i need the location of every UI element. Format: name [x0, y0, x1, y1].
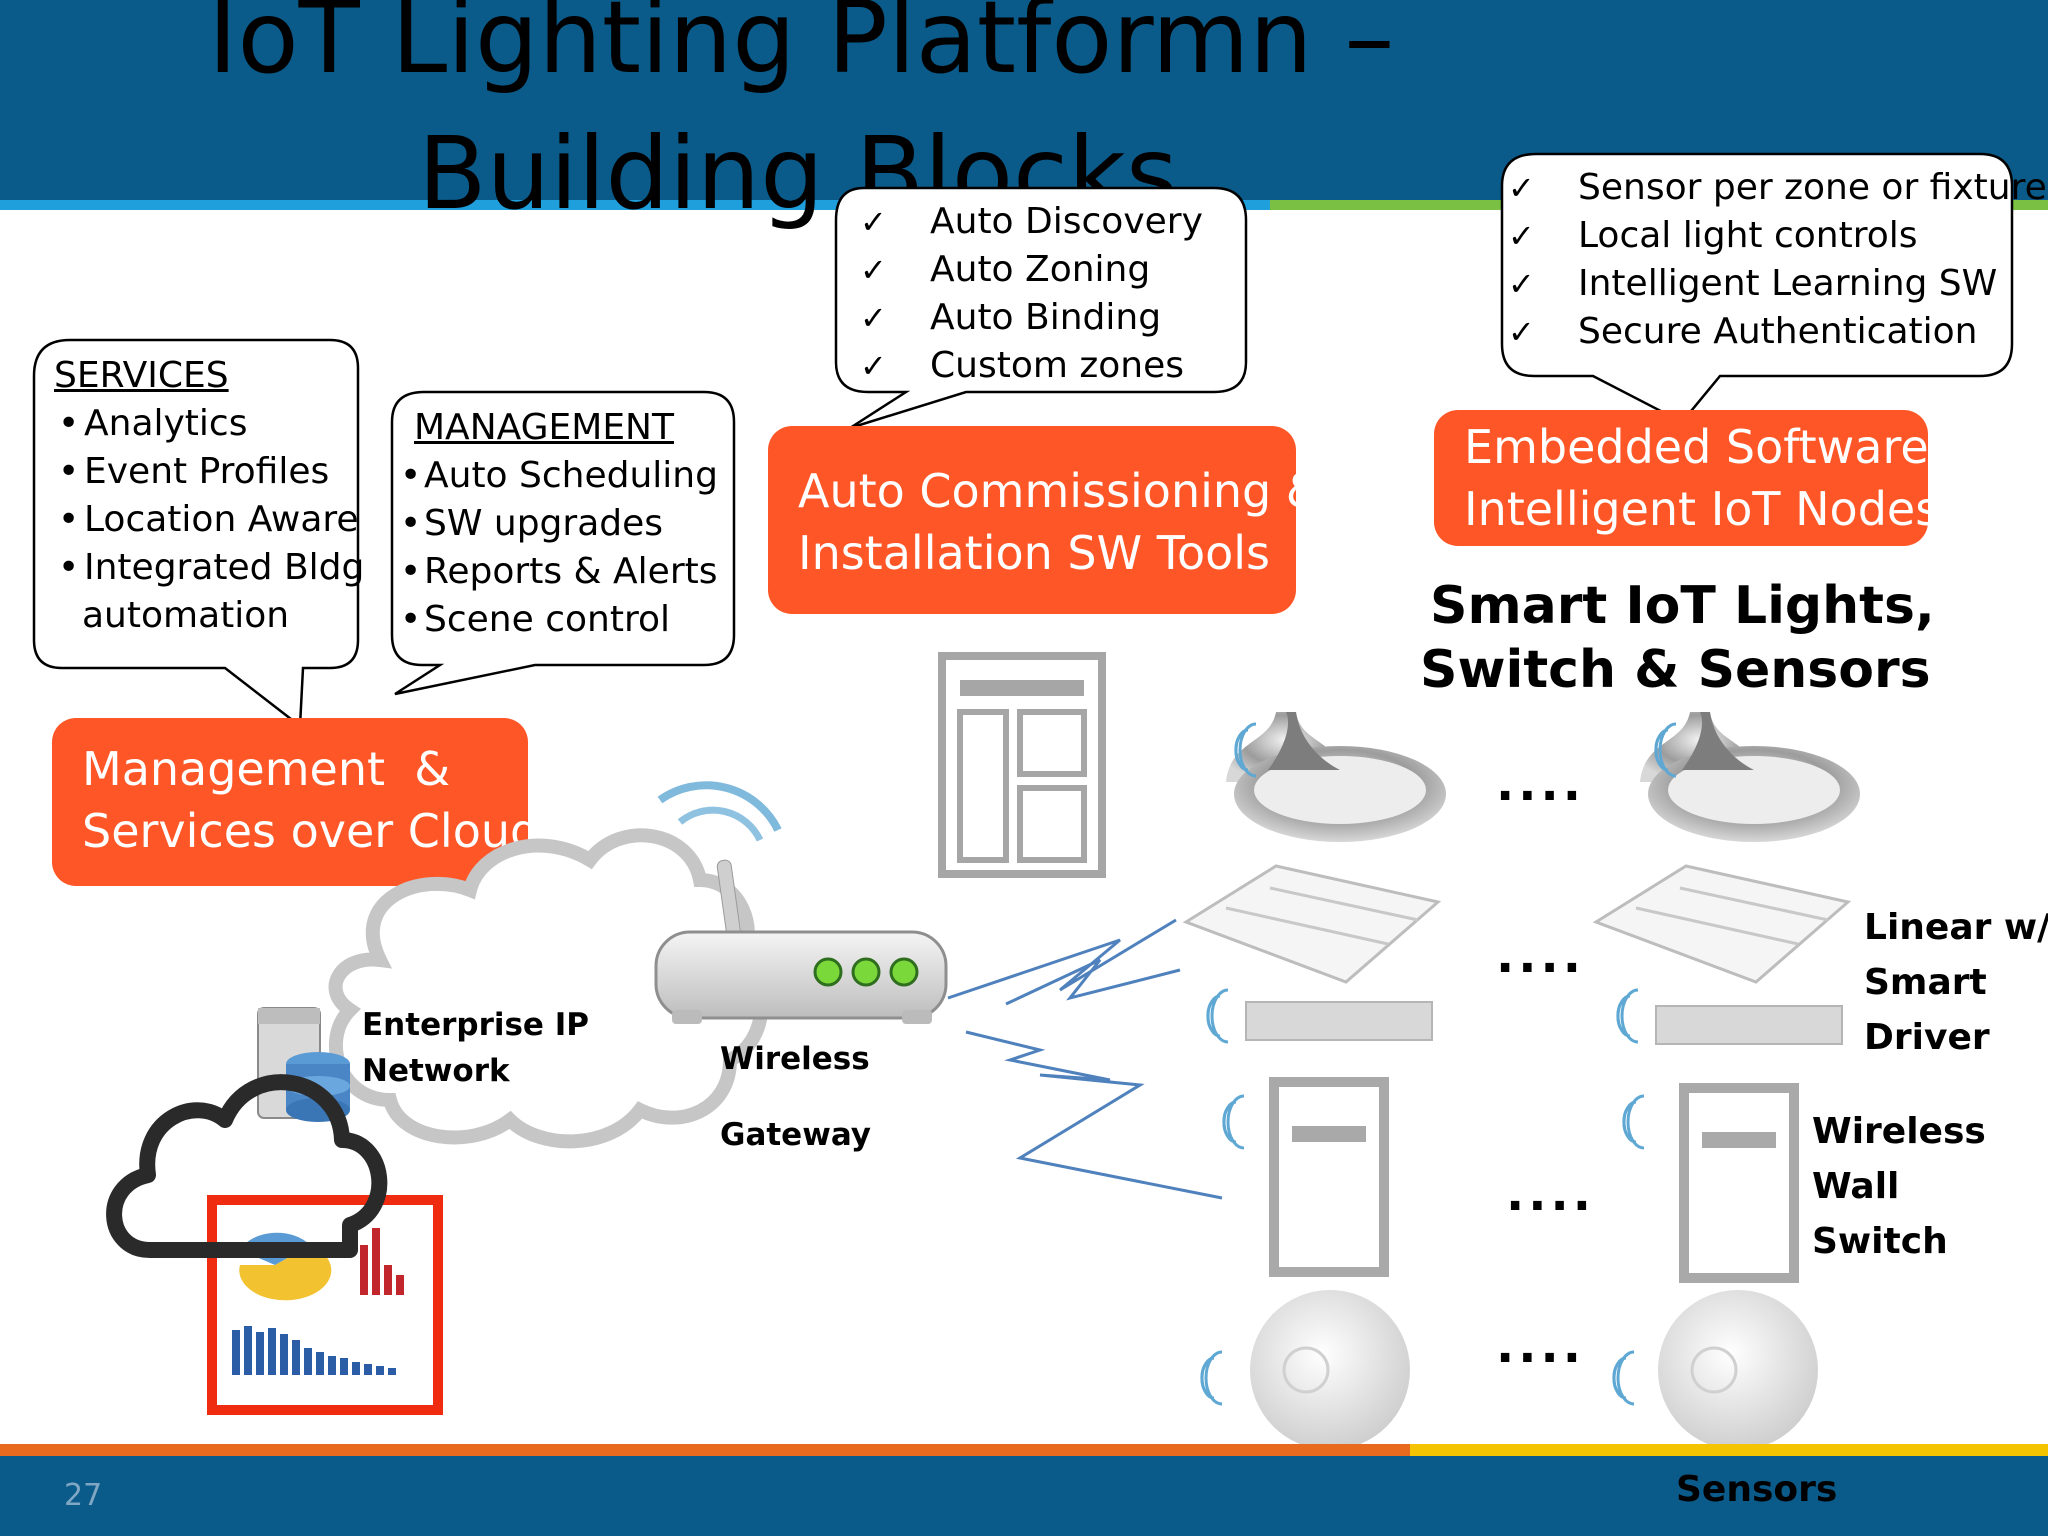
enterprise-network-label-2: Network	[362, 1053, 510, 1089]
list-item: •Location Aware	[58, 499, 359, 540]
wifi-signal-icon	[1222, 1094, 1245, 1150]
wireless-signal-bolts	[947, 918, 1223, 1200]
list-item: •Event Profiles	[58, 451, 330, 492]
list-item: ✓Auto Binding	[860, 294, 1203, 342]
embedded-box-line-2: Intelligent IoT Nodes	[1464, 482, 1940, 536]
list-item: ✓Auto Discovery	[860, 198, 1203, 246]
analytics-dashboard-icon	[207, 1195, 443, 1415]
occupancy-sensor-icon	[1656, 1290, 1822, 1458]
enterprise-network-label-1: Enterprise IP	[362, 1007, 590, 1043]
embedded-software-box: Embedded Software Intelligent IoT Nodes	[1434, 410, 1940, 546]
ellipsis-downlights: ....	[1496, 756, 1585, 812]
troffer-light-icon	[1592, 864, 1852, 1045]
list-item: ✓Local light controls	[1508, 212, 2047, 260]
linear-label-2: Smart	[1864, 962, 1987, 1003]
management-box-line-2: Services over Cloud	[82, 804, 540, 858]
occupancy-sensor-icon	[1248, 1290, 1414, 1458]
wireless-router-icon	[654, 781, 948, 1024]
commissioning-checklist: ✓Auto Discovery ✓Auto Zoning ✓Auto Bindi…	[860, 198, 1203, 390]
embedded-checklist: ✓Sensor per zone or fixture ✓Local light…	[1508, 164, 2047, 356]
list-item: ✓Intelligent Learning SW	[1508, 260, 2047, 308]
check-icon: ✓	[1508, 313, 1535, 351]
downlight-icon	[1640, 712, 1860, 842]
wifi-signal-icon	[1616, 988, 1639, 1044]
linear-label-1: Linear w/	[1864, 907, 2048, 948]
commissioning-bubble-shape	[834, 186, 1248, 430]
list-item: •SW upgrades	[400, 503, 664, 544]
management-services-box: Management & Services over Cloud	[52, 718, 540, 886]
check-icon: ✓	[860, 299, 887, 337]
check-icon: ✓	[860, 347, 887, 385]
check-icon: ✓	[860, 203, 887, 241]
switch-label-2: Wall	[1812, 1166, 1900, 1207]
list-item: •Scene control	[400, 599, 670, 640]
ellipsis-troffers: ....	[1496, 928, 1585, 984]
sensors-label: Sensors	[1676, 1469, 1838, 1510]
wifi-signal-icon	[1200, 1350, 1223, 1406]
wall-switch-icon	[1679, 1083, 1799, 1283]
list-item: ✓Secure Authentication	[1508, 308, 2047, 356]
wifi-signal-icon	[1654, 722, 1677, 778]
list-item: automation	[82, 595, 290, 636]
check-icon: ✓	[860, 251, 887, 289]
check-icon: ✓	[1508, 265, 1535, 303]
footer-accent-line	[0, 1444, 2048, 1456]
check-icon: ✓	[1508, 217, 1535, 255]
ellipsis-switches: ....	[1506, 1166, 1595, 1222]
switch-label-1: Wireless	[1812, 1111, 1986, 1152]
management-heading: MANAGEMENT	[414, 407, 674, 448]
auto-commissioning-box: Auto Commissioning & Installation SW Too…	[768, 426, 1322, 614]
wifi-signal-icon	[1206, 988, 1229, 1044]
wifi-signal-icon	[1622, 1094, 1645, 1150]
commissioning-box-line-2: Installation SW Tools	[798, 526, 1271, 580]
tablet-app-icon	[938, 652, 1106, 878]
embedded-box-line-1: Embedded Software	[1464, 420, 1929, 474]
management-bubble-shape	[390, 390, 736, 696]
services-list: •Analytics •Event Profiles •Location Awa…	[58, 400, 365, 640]
check-icon: ✓	[1508, 169, 1535, 207]
management-box-line-1: Management &	[82, 742, 451, 796]
smart-devices-heading-2: Switch & Sensors	[1420, 640, 1931, 700]
linear-label-3: Driver	[1864, 1017, 1990, 1058]
embedded-bubble-shape	[1500, 152, 2014, 424]
switch-label-3: Switch	[1812, 1221, 1948, 1262]
downlight-icon	[1226, 712, 1446, 842]
commissioning-box-line-1: Auto Commissioning &	[798, 464, 1322, 518]
list-item: ✓Auto Zoning	[860, 246, 1203, 294]
enterprise-cloud-icon	[328, 828, 769, 1149]
wifi-signal-icon	[1612, 1350, 1635, 1406]
cloud-icon	[106, 1074, 388, 1258]
list-item: •Auto Scheduling	[400, 455, 718, 496]
page-number: 27	[64, 1478, 103, 1513]
smart-devices-heading-1: Smart IoT Lights,	[1430, 576, 1935, 636]
ellipsis-sensors: ....	[1496, 1318, 1585, 1374]
list-item: ✓Sensor per zone or fixture	[1508, 164, 2047, 212]
wireless-label: Wireless	[720, 1041, 870, 1077]
footer-bar	[0, 1456, 2048, 1536]
list-item: •Analytics	[58, 403, 248, 444]
services-heading: SERVICES	[54, 355, 229, 396]
management-list: •Auto Scheduling •SW upgrades •Reports &…	[400, 452, 718, 644]
list-item: ✓Custom zones	[860, 342, 1203, 390]
list-item: •Integrated Bldg	[58, 547, 365, 588]
wall-switch-icon	[1269, 1077, 1389, 1277]
slide-title-line-1: IoT Lighting Platformn –	[208, 0, 1395, 96]
list-item: •Reports & Alerts	[400, 551, 718, 592]
wifi-signal-icon	[1234, 722, 1257, 778]
gateway-label: Gateway	[720, 1117, 872, 1153]
troffer-light-icon	[1182, 864, 1442, 1041]
